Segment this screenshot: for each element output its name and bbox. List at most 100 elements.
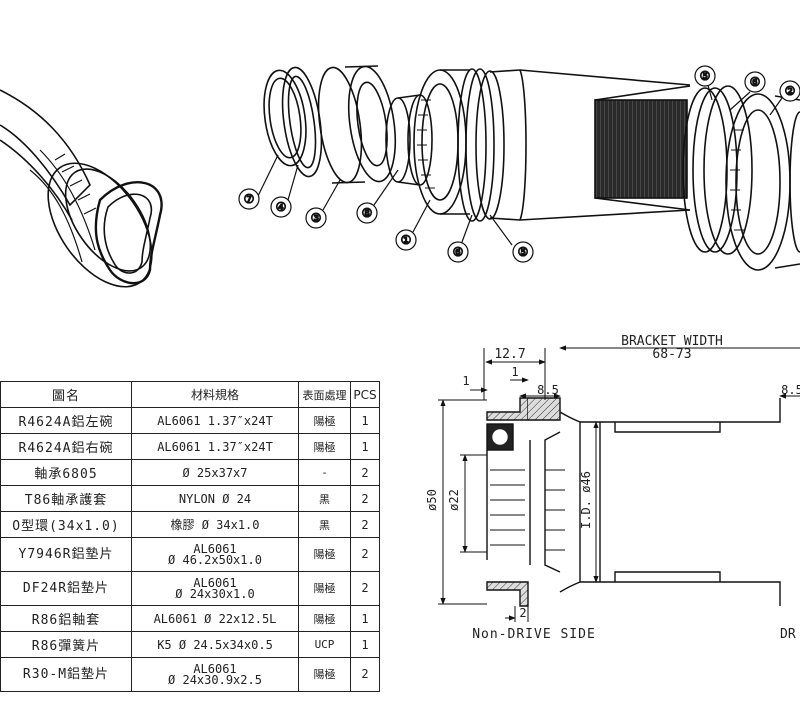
callout-8: ⑧	[356, 169, 399, 224]
cell-finish: 黑	[298, 511, 351, 538]
cell-spec-line2: Ø 46.2x50x1.0	[168, 552, 262, 567]
cell-name: 軸承6805	[0, 459, 132, 486]
cell-spec: AL6061 1.37″x24T	[131, 407, 299, 434]
table-row: R4624A鋁右碗 AL6061 1.37″x24T 陽極 1	[0, 433, 380, 460]
cell-name: T86軸承護套	[0, 485, 132, 512]
svg-text:③: ③	[311, 211, 322, 225]
svg-text:⑤: ⑤	[518, 245, 529, 259]
part-8-sleeve	[385, 94, 433, 186]
cell-spec-line1: AL6061	[193, 541, 237, 556]
parts-table: 圖名 材料規格 表面處理 PCS R4624A鋁左碗 AL6061 1.37″x…	[0, 381, 380, 692]
washers-left	[457, 68, 505, 222]
dimension-labels: BRACKET WIDTH 68-73 12.7 1 1 8.5 8.5 ø50…	[425, 334, 800, 642]
cell-pcs: 2	[350, 511, 380, 538]
cell-finish: 陽極	[298, 433, 351, 460]
bracket-range-label: 68-73	[652, 347, 691, 362]
callout-2: ②	[769, 80, 800, 116]
cell-name: R86鋁軸套	[0, 605, 132, 632]
cell-name: R4624A鋁右碗	[0, 433, 132, 460]
header-spec: 材料規格	[131, 381, 299, 408]
cell-finish: -	[298, 459, 351, 486]
table-row: R86鋁軸套 AL6061 Ø 22x12.5L 陽極 1	[0, 605, 380, 632]
cell-pcs: 1	[350, 433, 380, 460]
cross-section	[438, 345, 800, 622]
svg-text:④: ④	[276, 200, 287, 214]
svg-text:⑥: ⑥	[750, 75, 761, 89]
cell-spec: AL6061 1.37″x24T	[131, 433, 299, 460]
drive-side-label: DR	[780, 627, 796, 642]
dim-1a: 1	[462, 374, 469, 388]
dim-d50: ø50	[425, 489, 439, 511]
cell-spec-line1: AL6061	[193, 575, 237, 590]
callout-5a: ⑤	[489, 214, 534, 263]
cell-spec-line2: Ø 24x30.9x2.5	[168, 672, 262, 687]
cell-finish: 陽極	[298, 657, 351, 692]
cell-spec: AL6061 Ø 24x30.9x2.5	[131, 657, 299, 692]
exploded-view	[263, 65, 800, 271]
table-row: DF24R鋁墊片 AL6061 Ø 24x30x1.0 陽極 2	[0, 571, 380, 606]
svg-text:⑦: ⑦	[244, 192, 255, 206]
dim-d22: ø22	[447, 489, 461, 511]
cell-spec: NYLON Ø 24	[131, 485, 299, 512]
cell-pcs: 2	[350, 657, 380, 692]
table-row: R4624A鋁左碗 AL6061 1.37″x24T 陽極 1	[0, 407, 380, 434]
cell-spec: AL6061 Ø 22x12.5L	[131, 605, 299, 632]
callout-4: ④	[270, 164, 299, 218]
cell-pcs: 1	[350, 631, 380, 658]
callout-3: ③	[305, 179, 341, 229]
header-finish: 表面處理	[298, 381, 351, 408]
cell-name: R86彈簧片	[0, 631, 132, 658]
part-3-bearing	[317, 65, 397, 184]
cell-pcs: 2	[350, 459, 380, 486]
cell-spec: K5 Ø 24.5x34x0.5	[131, 631, 299, 658]
cell-name: O型環(34x1.0)	[0, 511, 132, 538]
svg-text:②: ②	[785, 84, 796, 98]
cell-spec: AL6061 Ø 24x30x1.0	[131, 571, 299, 606]
left-partial-assembly	[0, 89, 163, 288]
cell-finish: 陽極	[298, 407, 351, 434]
cell-finish: 黑	[298, 485, 351, 512]
table-row: R30-M鋁墊片 AL6061 Ø 24x30.9x2.5 陽極 2	[0, 657, 380, 692]
cell-pcs: 2	[350, 571, 380, 606]
cell-finish: 陽極	[298, 605, 351, 632]
table-row: T86軸承護套 NYLON Ø 24 黑 2	[0, 485, 380, 512]
cell-spec: AL6061 Ø 46.2x50x1.0	[131, 537, 299, 572]
svg-text:⑤: ⑤	[700, 69, 711, 83]
cell-name: R4624A鋁左碗	[0, 407, 132, 434]
header-name: 圖名	[0, 381, 132, 408]
table-row: 軸承6805 Ø 25x37x7 - 2	[0, 459, 380, 486]
dim-2: 2	[519, 606, 526, 620]
svg-text:⑧: ⑧	[362, 206, 373, 220]
cell-finish: 陽極	[298, 537, 351, 572]
cell-finish: 陽極	[298, 571, 351, 606]
non-drive-side-label: Non-DRIVE SIDE	[472, 627, 596, 642]
cell-pcs: 2	[350, 485, 380, 512]
table-row: O型環(34x1.0) 橡膠 Ø 34x1.0 黑 2	[0, 511, 380, 538]
cell-spec: 橡膠 Ø 34x1.0	[131, 511, 299, 538]
dim-d46: I.D. ø46	[579, 471, 593, 529]
dim-12-7: 12.7	[494, 347, 525, 362]
table-row: Y7946R鋁墊片 AL6061 Ø 46.2x50x1.0 陽極 2	[0, 537, 380, 572]
callouts: ⑦ ④ ③ ⑧ ① ⑥ ⑤ ⑤ ⑥ ②	[238, 65, 800, 263]
cell-spec: Ø 25x37x7	[131, 459, 299, 486]
table-row: R86彈簧片 K5 Ø 24.5x34x0.5 UCP 1	[0, 631, 380, 658]
cell-name: Y7946R鋁墊片	[0, 537, 132, 572]
cell-name: DF24R鋁墊片	[0, 571, 132, 606]
dim-8-5-right: 8.5	[781, 383, 800, 397]
callout-1: ①	[395, 199, 431, 251]
callout-7: ⑦	[238, 154, 279, 210]
shell-body	[489, 69, 691, 221]
svg-text:①: ①	[401, 233, 412, 247]
cell-finish: UCP	[298, 631, 351, 658]
cell-pcs: 1	[350, 407, 380, 434]
dim-8-5-left: 8.5	[537, 383, 559, 397]
cell-spec-line2: Ø 24x30x1.0	[175, 586, 255, 601]
callout-5b: ⑤	[694, 65, 716, 101]
cell-name: R30-M鋁墊片	[0, 657, 132, 692]
table-header-row: 圖名 材料規格 表面處理 PCS	[0, 381, 380, 408]
bracket-width-label: BRACKET WIDTH	[621, 334, 723, 349]
dim-1b: 1	[511, 365, 518, 379]
cell-pcs: 2	[350, 537, 380, 572]
cell-spec-line1: AL6061	[193, 661, 237, 676]
